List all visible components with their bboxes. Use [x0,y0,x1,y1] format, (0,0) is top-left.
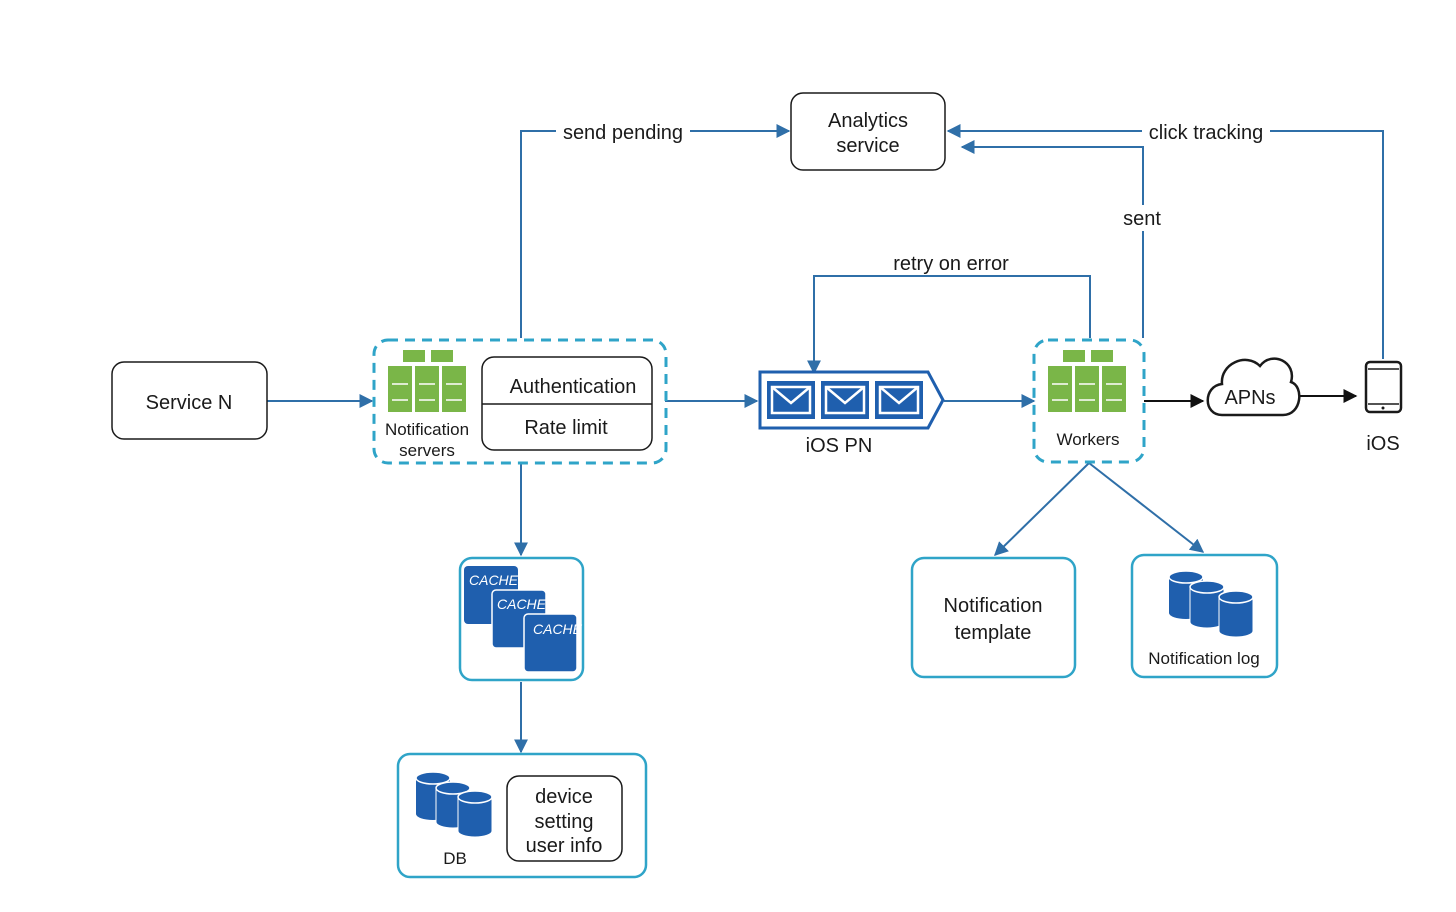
authentication-label: Authentication [510,376,637,398]
cache-label-3: CACHE [533,621,583,637]
cloud-icon [1206,357,1301,417]
notification-servers-group[interactable]: Notification servers Authentication Rate… [372,338,668,465]
edge-sent [960,140,1144,338]
click-tracking-label: click tracking [1149,122,1263,144]
send-pending-label: send pending [563,122,683,144]
db-label: DB [443,849,467,868]
mobile-phone-icon [1364,360,1403,414]
edge-workers-to-log [1088,462,1205,553]
edge-labels: send pending click tracking sent retry o… [556,119,1270,275]
ios-pn-queue-node[interactable]: iOS PN [758,370,945,457]
analytics-service-node[interactable]: Analytics service [790,92,946,171]
retry-on-error-label: retry on error [893,253,1009,275]
notification-template-line2: template [955,622,1032,644]
notification-servers-label-line2: servers [399,441,455,460]
db-node[interactable]: DB device setting user info [396,752,648,879]
ios-device-node[interactable]: iOS [1364,360,1403,455]
server-rack-icon [1048,350,1126,412]
notification-template-line1: Notification [944,595,1043,617]
edge-click-tracking [946,124,1384,359]
notification-log-node[interactable]: Notification log [1130,553,1279,679]
workers-group[interactable]: Workers [1032,338,1146,464]
sent-label: sent [1123,208,1161,230]
ios-pn-label: iOS PN [806,435,873,457]
database-icon [415,771,493,838]
message-queue-icon [758,370,945,430]
edge-retry-on-error [807,275,1091,375]
service-n-node[interactable]: Service N [111,361,268,440]
db-info-line1: device [535,786,593,808]
workers-label: Workers [1057,430,1120,449]
service-n-label: Service N [146,392,233,414]
apns-node[interactable]: APNs [1206,357,1301,417]
analytics-label-line2: service [836,135,899,157]
cache-stack-icon: CACHE CACHE CACHE [464,566,583,673]
analytics-label-line1: Analytics [828,110,908,132]
server-rack-icon [388,350,466,412]
cache-label-2: CACHE [497,596,547,612]
db-info-line2: setting [535,811,594,833]
db-info-line3: user info [526,835,603,857]
cache-node[interactable]: CACHE CACHE CACHE [458,556,585,682]
connectors [267,124,1384,754]
apns-label: APNs [1224,387,1275,409]
edge-workers-to-template [993,462,1090,556]
ios-label: iOS [1366,433,1399,455]
notification-log-label: Notification log [1148,649,1260,668]
edge-send-pending [520,124,791,338]
notification-template-node[interactable]: Notification template [910,556,1077,679]
cache-label-1: CACHE [469,572,519,588]
rate-limit-label: Rate limit [524,417,608,439]
database-icon [1168,570,1254,638]
notification-servers-label-line1: Notification [385,420,469,439]
